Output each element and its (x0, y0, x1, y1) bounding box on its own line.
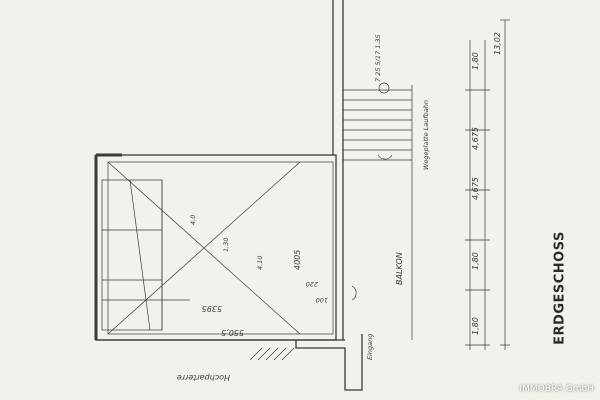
dim-right-c: 4,675 (471, 177, 480, 200)
bottom-hatch (249, 347, 295, 361)
dim-220: 220 (306, 280, 318, 288)
stairs-dimension-text: 7 25 5/17 1.35 (374, 34, 382, 82)
dim-5395: 5395 (202, 304, 222, 313)
dim-right-b: 4,675 (471, 127, 480, 150)
dimension-ticks (465, 19, 510, 346)
door-swing (351, 285, 357, 301)
room-inner-outline (107, 161, 334, 335)
stairs-note-text: Wegeplatte Laufbahn (422, 100, 430, 170)
cross-line-2 (107, 161, 301, 335)
left-zone-diag (129, 179, 151, 331)
dim-40: 4,0 (189, 215, 197, 225)
dim-100: 100 (316, 296, 328, 304)
dim-410: 4,10 (256, 256, 264, 270)
bottom-step (295, 334, 363, 391)
floor-title-text: ERDGESCHOSS (552, 231, 568, 345)
dim-130: 1,30 (222, 238, 230, 252)
dim-right-total: 13,02 (493, 32, 502, 55)
dim-right-a: 1,80 (471, 52, 480, 70)
dim-5505: 550,5 (221, 328, 244, 337)
dim-right-e: 1,80 (471, 317, 480, 335)
staircase (343, 82, 413, 165)
watermark: IMMOBRA GmbH (519, 384, 594, 394)
entrance-label: Eingang (366, 334, 374, 360)
mirrored-note: Hochparterre (177, 373, 230, 382)
balcony-label: BALKON (395, 252, 404, 285)
dim-right-d: 1,80 (471, 252, 480, 270)
floor-title: ERDGESCHOSS (545, 218, 575, 358)
dim-4005: 4005 (293, 250, 302, 270)
